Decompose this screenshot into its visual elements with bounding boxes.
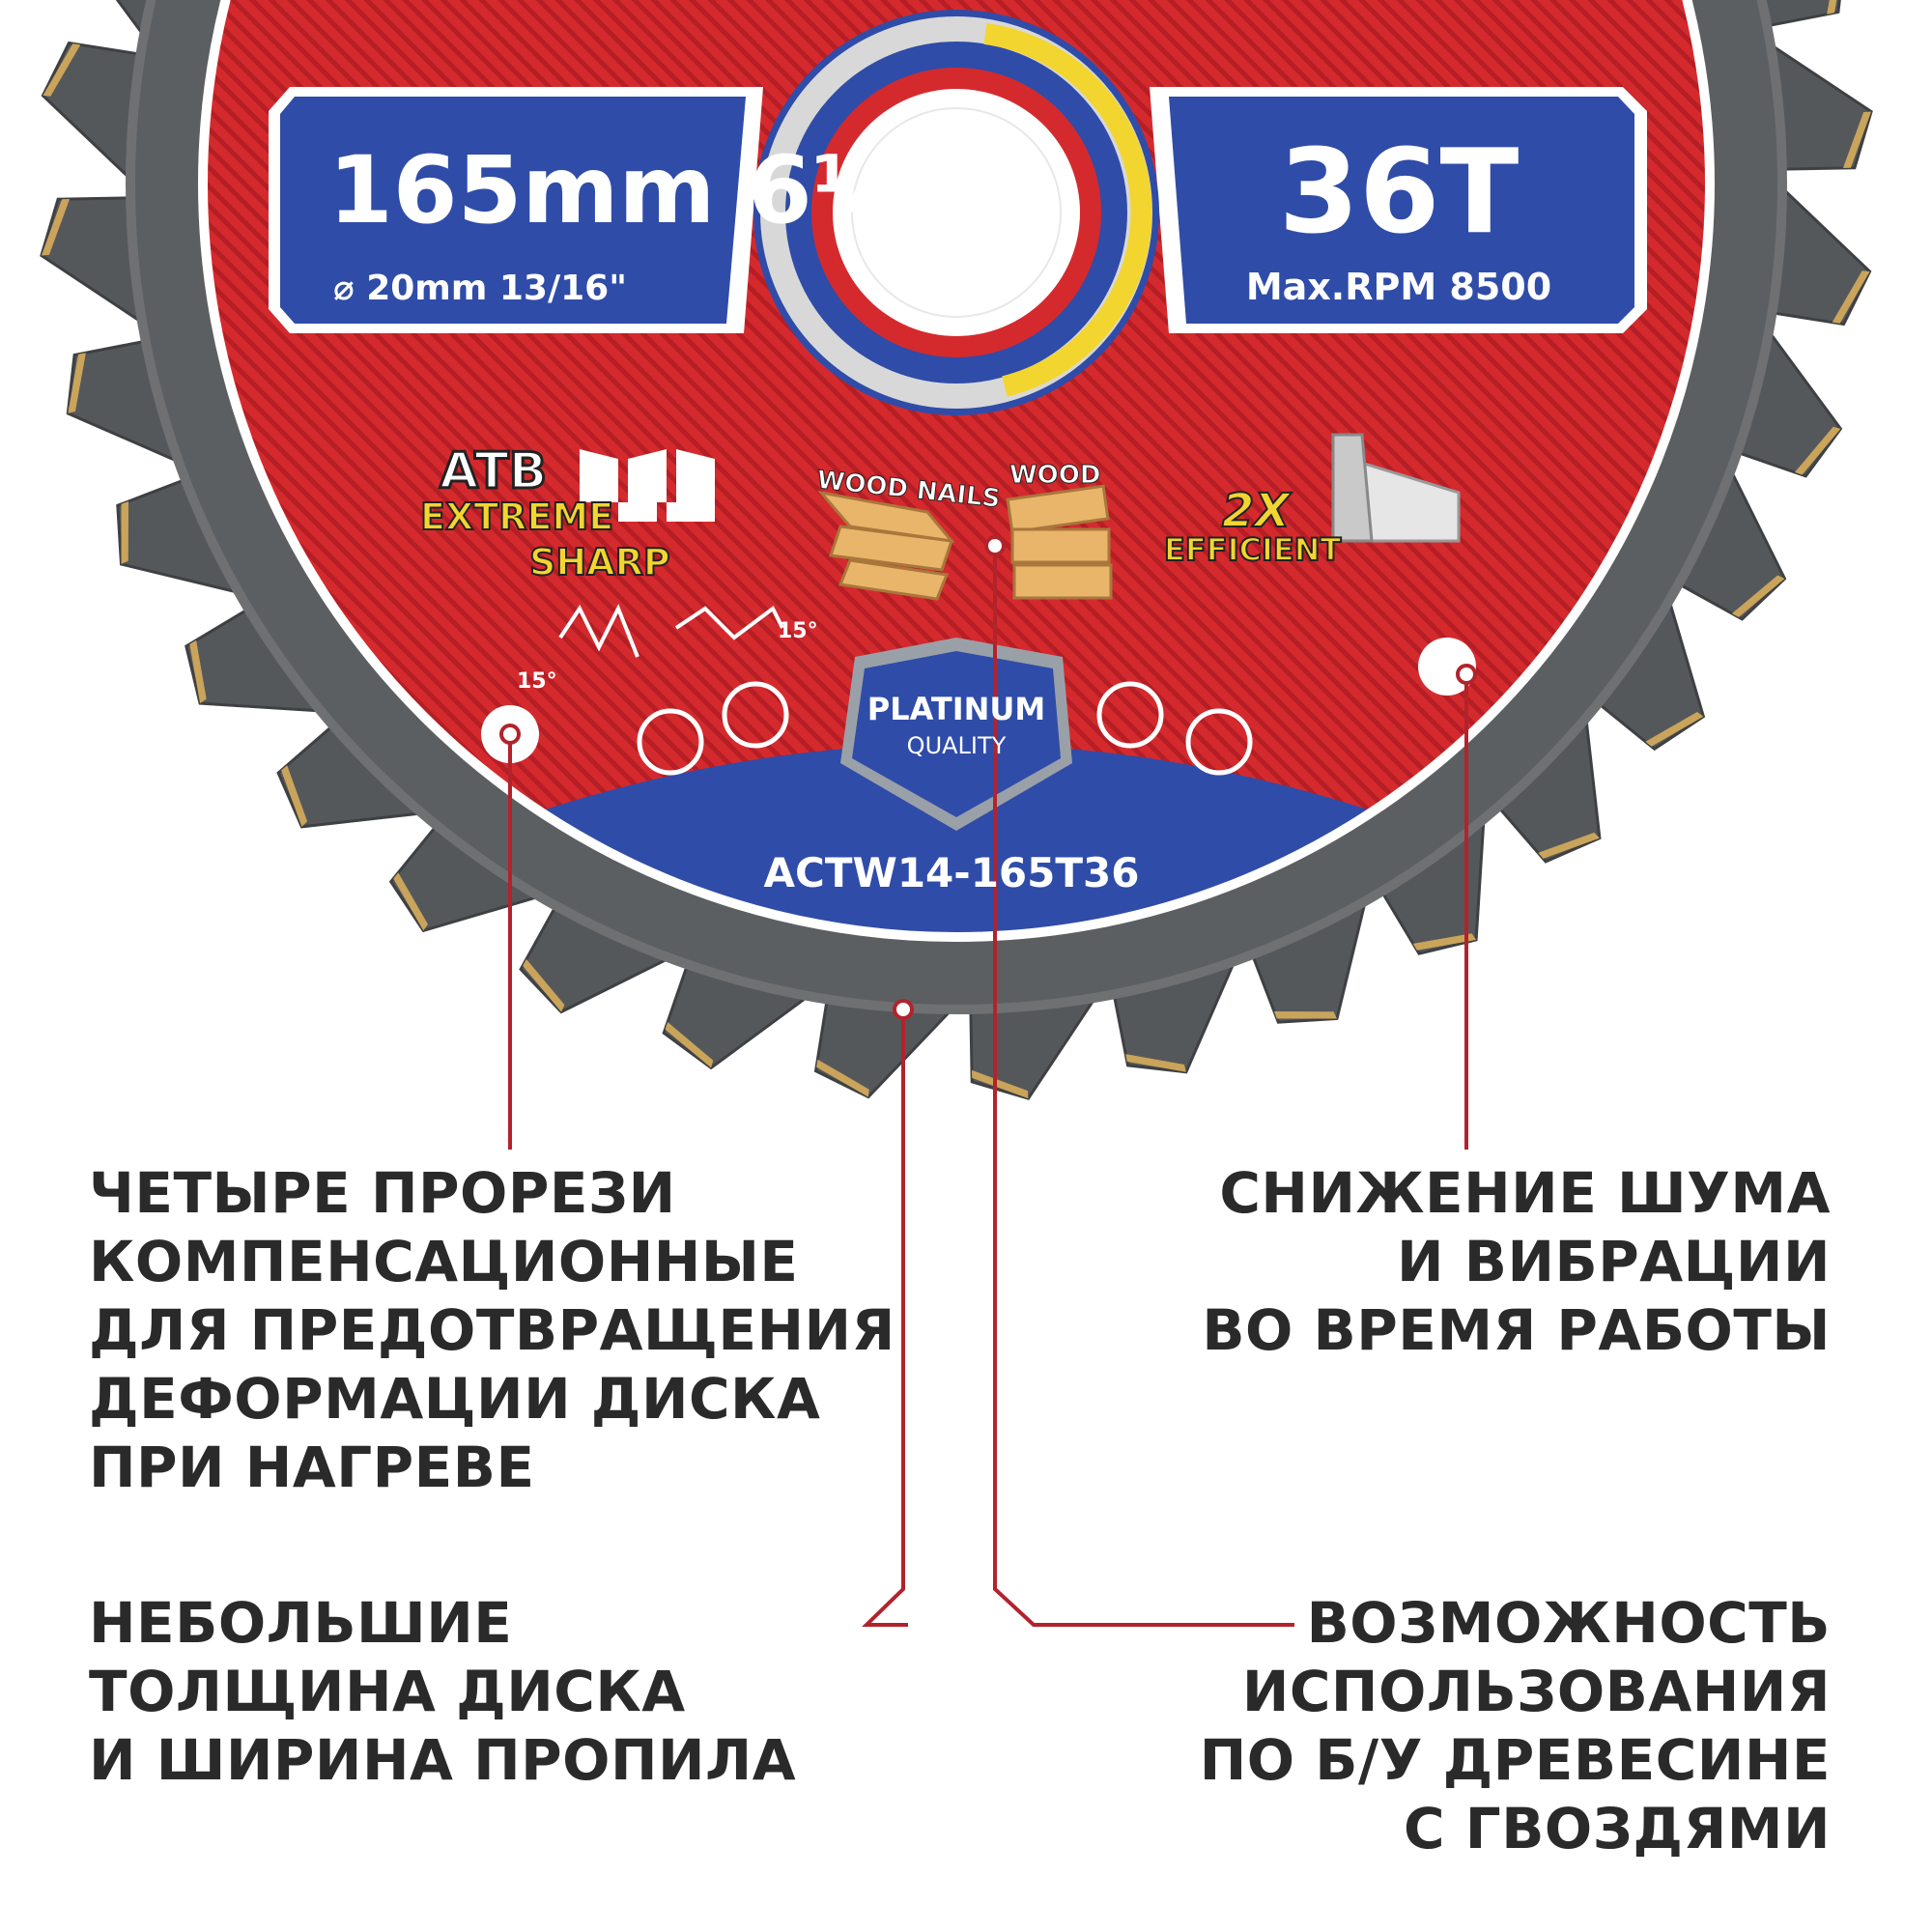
carbide-tip xyxy=(41,199,71,256)
2x-label: 2X xyxy=(1222,484,1292,538)
caption-line: С ГВОЗДЯМИ xyxy=(1403,1796,1831,1861)
blade-diameter: 165mm 6½" xyxy=(328,136,956,244)
carbide-tip xyxy=(1125,1054,1186,1072)
carbide-tip xyxy=(1645,712,1704,747)
leader-lines xyxy=(508,546,1468,1627)
caption-expansion-slots: ЧЕТЫРЕ ПРОРЕЗИ КОМПЕНСАЦИОННЫЕ ДЛЯ ПРЕДО… xyxy=(89,1159,895,1502)
carbide-tip xyxy=(1538,832,1600,859)
caption-line: СНИЖЕНИЕ ШУМА xyxy=(1219,1160,1831,1226)
efficient-label: EFFICIENT xyxy=(1164,531,1342,568)
platinum-label: PLATINUM xyxy=(867,691,1045,727)
caption-line: И ВИБРАЦИИ xyxy=(1397,1229,1831,1294)
wood-label: WOOD xyxy=(1009,461,1100,490)
chisel-icon xyxy=(1331,433,1461,543)
extreme-label: EXTREME xyxy=(420,496,613,538)
quality-label: QUALITY xyxy=(907,732,1007,759)
caption-line: ИСПОЛЬЗОВАНИЯ xyxy=(1241,1659,1831,1724)
caption-line: ПРИ НАГРЕВЕ xyxy=(89,1435,535,1500)
carbide-tip xyxy=(972,1069,1029,1099)
saw-tooth xyxy=(1753,0,1841,29)
atb-teeth-icon xyxy=(580,449,715,522)
leader-dots xyxy=(499,535,1477,1020)
platinum-badge xyxy=(840,638,1072,831)
size-panel xyxy=(269,87,763,333)
carbide-tip xyxy=(665,1022,714,1068)
carbide-tip xyxy=(1795,426,1841,475)
caption-noise-reduction: СНИЖЕНИЕ ШУМА И ВИБРАЦИИ ВО ВРЕМЯ РАБОТЫ xyxy=(1202,1159,1831,1365)
blade-bore: ⌀ 20mm 13/16" xyxy=(333,269,627,308)
caption-thin-kerf: НЕБОЛЬШИЕ ТОЛЩИНА ДИСКА И ШИРИНА ПРОПИЛА xyxy=(89,1589,796,1795)
tooth-geometry-sketch xyxy=(558,604,784,658)
caption-line: ТОЛЩИНА ДИСКА xyxy=(89,1659,686,1724)
carbide-tip xyxy=(393,872,428,931)
bottom-blue-band xyxy=(483,744,1430,937)
caption-nailed-wood: ВОЗМОЖНОСТЬ ИСПОЛЬЗОВАНИЯ ПО Б/У ДРЕВЕСИ… xyxy=(1200,1589,1831,1863)
carbide-tip xyxy=(1731,575,1785,617)
caption-line: ДЛЯ ПРЕДОТВРАЩЕНИЯ xyxy=(89,1297,895,1363)
carbide-tip xyxy=(189,639,207,704)
caption-line: ВОЗМОЖНОСТЬ xyxy=(1306,1590,1831,1656)
carbide-tip xyxy=(43,43,81,97)
caption-line: КОМПЕНСАЦИОННЫЕ xyxy=(89,1229,799,1294)
angle-label-right: 15° xyxy=(778,619,818,643)
caption-line: ВО ВРЕМЯ РАБОТЫ xyxy=(1202,1297,1831,1363)
blade-max-rpm: Max.RPM 8500 xyxy=(1246,266,1551,308)
caption-line: ПО Б/У ДРЕВЕСИНЕ xyxy=(1199,1727,1831,1793)
caption-line: НЕБОЛЬШИЕ xyxy=(89,1590,513,1656)
teeth-panel xyxy=(1150,87,1647,333)
safety-icons xyxy=(637,681,1253,776)
caption-line: И ШИРИНА ПРОПИЛА xyxy=(89,1727,797,1793)
angle-label-left: 15° xyxy=(517,669,557,694)
carbide-tip xyxy=(1412,933,1477,951)
carbide-tip xyxy=(816,1059,869,1097)
blade-teeth-count: 36T xyxy=(1279,126,1520,260)
saw-teeth xyxy=(40,0,1873,1100)
carbide-tip xyxy=(68,353,86,413)
carbide-tip xyxy=(1842,111,1872,168)
caption-line: ЧЕТЫРЕ ПРОРЕЗИ xyxy=(89,1160,676,1226)
atb-label: ATB xyxy=(440,442,547,500)
model-code: ACTW14-165T36 xyxy=(764,849,1140,896)
carbide-tip xyxy=(121,501,128,564)
arbor-rings xyxy=(753,10,1159,415)
wood-icons xyxy=(817,484,1113,601)
carbide-tip xyxy=(1827,0,1837,14)
carbide-tip xyxy=(281,765,308,827)
carbide-tip xyxy=(523,958,565,1012)
carbide-tip xyxy=(1274,1011,1337,1019)
carbide-tip xyxy=(1832,270,1870,324)
caption-line: ДЕФОРМАЦИИ ДИСКА xyxy=(89,1366,821,1432)
sharp-label: SHARP xyxy=(529,541,670,583)
